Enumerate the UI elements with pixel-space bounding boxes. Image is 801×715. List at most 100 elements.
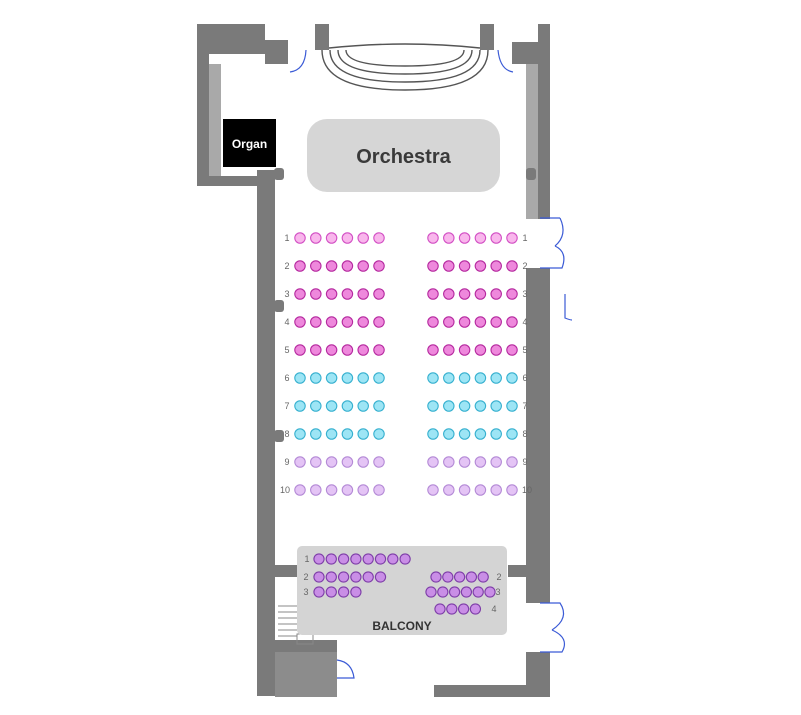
seat[interactable]	[310, 260, 322, 272]
seat[interactable]	[294, 400, 306, 412]
seat[interactable]	[458, 372, 471, 384]
seat[interactable]	[325, 344, 338, 356]
seat[interactable]	[294, 484, 306, 496]
balcony-seat[interactable]	[350, 553, 362, 565]
seat[interactable]	[325, 232, 338, 244]
seat[interactable]	[294, 344, 306, 356]
seat[interactable]	[490, 456, 502, 468]
seat[interactable]	[373, 260, 385, 272]
balcony-seat[interactable]	[460, 586, 473, 598]
seat[interactable]	[325, 288, 338, 300]
seat[interactable]	[341, 400, 354, 412]
seat[interactable]	[310, 344, 322, 356]
seat[interactable]	[427, 232, 439, 244]
seat[interactable]	[490, 232, 502, 244]
balcony-seat[interactable]	[457, 603, 470, 615]
seat[interactable]	[490, 344, 502, 356]
seat[interactable]	[310, 372, 322, 384]
seat[interactable]	[373, 400, 385, 412]
seat[interactable]	[357, 232, 369, 244]
seat[interactable]	[341, 260, 354, 272]
seat[interactable]	[294, 372, 306, 384]
balcony-seat[interactable]	[425, 586, 437, 598]
seat[interactable]	[310, 400, 322, 412]
balcony-seat[interactable]	[313, 553, 325, 565]
seat[interactable]	[341, 456, 354, 468]
seat[interactable]	[325, 400, 338, 412]
seat[interactable]	[357, 260, 369, 272]
seat[interactable]	[506, 232, 518, 244]
seat[interactable]	[310, 232, 322, 244]
seat[interactable]	[341, 428, 354, 440]
seat[interactable]	[341, 484, 354, 496]
seat[interactable]	[357, 400, 369, 412]
seat[interactable]	[443, 400, 455, 412]
seat[interactable]	[310, 456, 322, 468]
seat[interactable]	[506, 344, 518, 356]
seat[interactable]	[506, 316, 518, 328]
seat[interactable]	[506, 288, 518, 300]
seat[interactable]	[490, 288, 502, 300]
seat[interactable]	[458, 288, 471, 300]
seat[interactable]	[325, 260, 338, 272]
balcony-seat[interactable]	[362, 571, 374, 583]
seat[interactable]	[294, 232, 306, 244]
seat[interactable]	[474, 372, 487, 384]
seat[interactable]	[310, 288, 322, 300]
seat[interactable]	[474, 484, 487, 496]
seat[interactable]	[506, 484, 518, 496]
seat[interactable]	[506, 456, 518, 468]
seat[interactable]	[427, 288, 439, 300]
balcony-seat[interactable]	[442, 571, 454, 583]
seat[interactable]	[341, 232, 354, 244]
seat[interactable]	[341, 316, 354, 328]
seat[interactable]	[474, 260, 487, 272]
seat[interactable]	[458, 344, 471, 356]
seat[interactable]	[357, 316, 369, 328]
seat[interactable]	[357, 288, 369, 300]
balcony-seat[interactable]	[350, 586, 362, 598]
balcony-seat[interactable]	[337, 571, 350, 583]
seat[interactable]	[474, 456, 487, 468]
balcony-seat[interactable]	[453, 571, 466, 583]
balcony-seat[interactable]	[465, 571, 478, 583]
seat[interactable]	[373, 372, 385, 384]
seat[interactable]	[458, 484, 471, 496]
seat[interactable]	[506, 372, 518, 384]
seat[interactable]	[325, 316, 338, 328]
seat[interactable]	[373, 456, 385, 468]
seat[interactable]	[443, 372, 455, 384]
seat[interactable]	[443, 344, 455, 356]
balcony-seat[interactable]	[430, 571, 442, 583]
seat[interactable]	[427, 428, 439, 440]
seat[interactable]	[490, 316, 502, 328]
seat[interactable]	[490, 428, 502, 440]
balcony-seat[interactable]	[437, 586, 449, 598]
seat[interactable]	[341, 372, 354, 384]
seat[interactable]	[427, 400, 439, 412]
seat[interactable]	[373, 344, 385, 356]
seat[interactable]	[325, 428, 338, 440]
seat[interactable]	[294, 288, 306, 300]
seat[interactable]	[294, 316, 306, 328]
seat[interactable]	[474, 232, 487, 244]
balcony-seat[interactable]	[484, 586, 496, 598]
seat[interactable]	[443, 484, 455, 496]
balcony-seat[interactable]	[325, 571, 337, 583]
seat[interactable]	[474, 316, 487, 328]
seat[interactable]	[373, 288, 385, 300]
seat[interactable]	[325, 484, 338, 496]
balcony-seat[interactable]	[448, 586, 461, 598]
balcony-seat[interactable]	[446, 603, 458, 615]
seat[interactable]	[373, 316, 385, 328]
balcony-seat[interactable]	[374, 571, 387, 583]
balcony-seat[interactable]	[325, 586, 337, 598]
seat[interactable]	[506, 260, 518, 272]
balcony-seat[interactable]	[374, 553, 387, 565]
seat[interactable]	[373, 428, 385, 440]
seat[interactable]	[443, 456, 455, 468]
seat[interactable]	[443, 288, 455, 300]
balcony-seat[interactable]	[313, 586, 325, 598]
balcony-seat[interactable]	[325, 553, 337, 565]
seat[interactable]	[310, 484, 322, 496]
